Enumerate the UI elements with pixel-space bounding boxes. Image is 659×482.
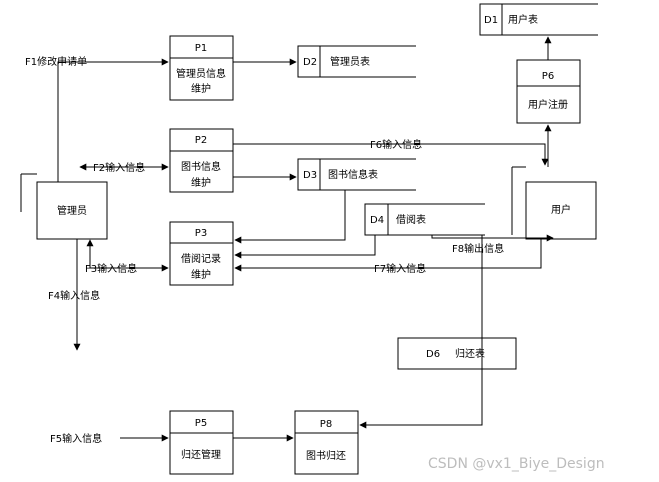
flow-f1-line [57, 58, 169, 182]
flow-f3-line [86, 239, 169, 272]
store-d2: D2 管理员表 [297, 45, 416, 78]
store-d3: D3 图书信息表 [297, 158, 416, 191]
store-d1-name: 用户表 [508, 13, 538, 26]
store-d2-name: 管理员表 [330, 55, 370, 68]
flow-f7-line [234, 239, 542, 272]
flow-f4-label: F4输入信息 [48, 289, 100, 302]
flow-d4-p8 [359, 235, 483, 429]
process-p2-id: P2 [195, 135, 207, 146]
store-d4: D4 借阅表 [364, 203, 485, 236]
process-p8: P8 图书归还 [294, 410, 359, 475]
flow-d3-p3 [234, 190, 346, 244]
process-p5-name: 归还管理 [181, 448, 221, 461]
process-p6: P6 用户注册 [516, 59, 581, 124]
store-d3-id: D3 [303, 170, 317, 181]
process-p1-id: P1 [195, 43, 207, 54]
process-p3-id: P3 [195, 228, 207, 239]
process-p2-name-line1: 图书信息 [181, 160, 221, 173]
store-d1-id: D1 [484, 15, 498, 26]
store-d6-id: D6 [426, 349, 440, 360]
process-p1-name-line1: 管理员信息 [176, 67, 226, 80]
flow-f7-label: F7输入信息 [374, 262, 426, 275]
process-p3-name-line1: 借阅记录 [181, 252, 221, 265]
store-d6: D6 归还表 [397, 337, 517, 370]
watermark-text: CSDN @vx1_Biye_Design [428, 456, 605, 472]
entity-admin-label: 管理员 [57, 204, 87, 217]
process-p3-name-line2: 维护 [191, 268, 211, 281]
flow-f6-line [233, 143, 549, 166]
flow-f1-label: F1修改申请单 [25, 55, 87, 68]
flow-f2-label: F2输入信息 [93, 161, 145, 174]
flow-f5-label: F5输入信息 [50, 432, 102, 445]
process-p1: P1 管理员信息 维护 [169, 35, 234, 101]
process-p3: P3 借阅记录 维护 [169, 221, 234, 286]
entity-user-label: 用户 [551, 203, 571, 216]
store-d6-name: 归还表 [455, 347, 485, 360]
flow-f8-line [431, 234, 554, 242]
entity-admin: 管理员 [20, 173, 108, 240]
process-p6-id: P6 [542, 71, 554, 82]
flow-d4-p3 [234, 235, 376, 259]
flow-f6-label: F6输入信息 [370, 138, 422, 151]
process-p5: P5 归还管理 [169, 410, 234, 475]
entity-user: 用户 [511, 166, 597, 240]
flow-f3-label: F3输入信息 [85, 262, 137, 275]
process-p8-name: 图书归还 [306, 449, 346, 462]
process-p6-name: 用户注册 [528, 98, 568, 111]
store-d3-name: 图书信息表 [328, 168, 378, 181]
process-p2: P2 图书信息 维护 [169, 128, 234, 193]
flow-f8-label: F8输出信息 [452, 242, 504, 255]
store-d2-id: D2 [303, 57, 317, 68]
store-d4-name: 借阅表 [396, 213, 426, 226]
process-p2-name-line2: 维护 [191, 176, 211, 189]
store-d1: D1 用户表 [479, 3, 598, 36]
process-p1-name-line2: 维护 [191, 82, 211, 95]
store-d4-id: D4 [370, 215, 384, 226]
process-p8-id: P8 [320, 419, 332, 430]
process-p5-id: P5 [195, 418, 207, 429]
